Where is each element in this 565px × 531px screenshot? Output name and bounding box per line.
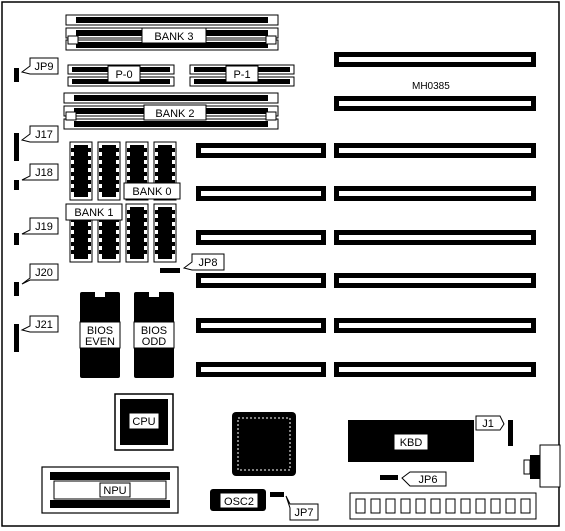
bank-1-label: BANK 1	[74, 207, 113, 219]
parity-bank-p1: P-1	[189, 64, 295, 87]
dip-chip	[69, 141, 93, 201]
jumper-jp7: JP7	[270, 492, 319, 521]
j18-label: J18	[35, 167, 53, 179]
expansion-slot-left-4	[196, 273, 326, 288]
expansion-slot-left-1	[196, 143, 326, 158]
osc2-oscillator: OSC2	[210, 489, 266, 511]
j17-label: J17	[35, 129, 53, 141]
jumper-jp8: JP8	[160, 253, 225, 273]
expansion-slot-right-7	[334, 318, 536, 333]
jp6-label: JP6	[419, 474, 438, 486]
keyboard-connector	[523, 444, 561, 488]
expansion-slot-right-1	[334, 52, 536, 67]
jumper-j1: J1	[475, 415, 513, 446]
bank-2-label: BANK 2	[155, 108, 194, 120]
jp9-label: JP9	[35, 61, 54, 73]
npu-socket: NPU	[41, 466, 179, 514]
expansion-slot-left-3	[196, 230, 326, 245]
jumper-j21: J21	[14, 315, 59, 352]
jp7-label: JP7	[295, 507, 314, 519]
jumper-j20: J20	[14, 263, 59, 296]
expansion-slot-right-6	[334, 273, 536, 288]
dip-chip	[153, 203, 177, 263]
j21-label: J21	[35, 319, 53, 331]
bios-odd-label-2: ODD	[142, 336, 167, 348]
expansion-slot-right-2	[334, 96, 536, 111]
expansion-slot-right-8	[334, 362, 536, 377]
bios-odd-label-1: BIOS	[141, 325, 167, 337]
bios-even-chip: BIOS EVEN	[79, 292, 121, 378]
jumper-jp6: JP6	[380, 471, 447, 487]
kbd-label: KBD	[400, 437, 423, 449]
chipset-plcc	[232, 412, 296, 476]
dip-chip	[125, 203, 149, 263]
p0-label: P-0	[115, 69, 132, 81]
bios-even-label-1: BIOS	[87, 325, 113, 337]
expansion-slot-right-5	[334, 230, 536, 245]
bank-0-label: BANK 0	[132, 186, 171, 198]
parity-bank-p0: P-0	[67, 64, 175, 87]
dip-chip	[97, 141, 121, 201]
cpu-label: CPU	[132, 416, 155, 428]
power-connector	[349, 492, 537, 520]
bank-0-callout: BANK 0	[123, 182, 181, 200]
expansion-slot-left-6	[196, 362, 326, 377]
jumper-jp9: JP9	[14, 57, 59, 82]
p1-label: P-1	[233, 69, 250, 81]
expansion-slot-left-2	[196, 186, 326, 201]
expansion-slots-left	[196, 143, 326, 377]
j19-label: J19	[35, 221, 53, 233]
bios-odd-chip: BIOS ODD	[133, 292, 175, 378]
bank-1-callout: BANK 1	[65, 203, 123, 221]
dip-ram-chips	[69, 141, 177, 263]
bios-even-label-2: EVEN	[85, 336, 115, 348]
cpu-chip: CPU	[114, 393, 174, 451]
jumper-j19: J19	[14, 217, 59, 245]
bank-3-label: BANK 3	[154, 31, 193, 43]
jumper-j18: J18	[14, 163, 59, 190]
osc2-label: OSC2	[224, 496, 254, 508]
expansion-slots-right	[334, 52, 536, 377]
kbd-controller: KBD	[348, 420, 474, 462]
npu-label: NPU	[103, 485, 126, 497]
expansion-slot-right-3	[334, 143, 536, 158]
jp8-label: JP8	[199, 257, 218, 269]
expansion-slot-right-4	[334, 186, 536, 201]
simm-bank-2: BANK 2	[63, 92, 279, 130]
simm-bank-3: BANK 3	[65, 14, 279, 51]
j1-label: J1	[482, 418, 494, 430]
jumper-j17: J17	[14, 125, 59, 161]
expansion-slot-left-5	[196, 318, 326, 333]
j20-label: J20	[35, 267, 53, 279]
board-model-label: MH0385	[412, 81, 450, 92]
